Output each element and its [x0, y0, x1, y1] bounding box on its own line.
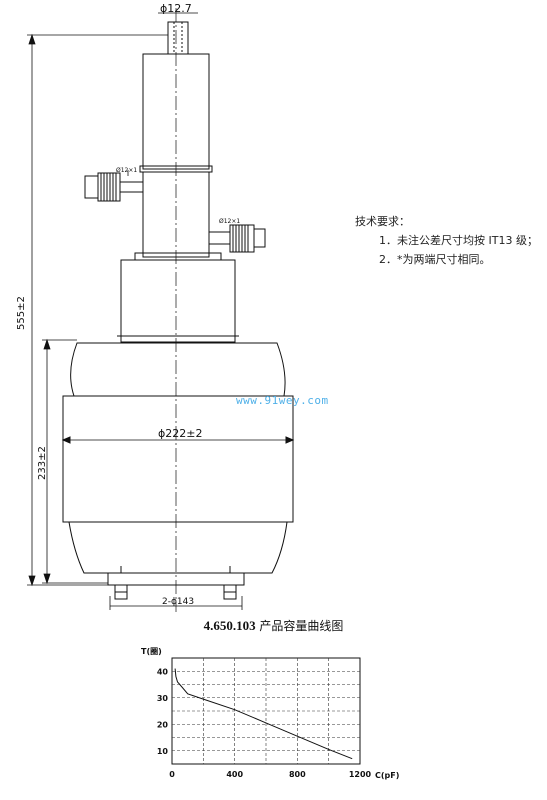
capacitance-curve-chart: 0 400 800 1200 10 20 30 40 T(圈) C(pF)	[141, 647, 399, 780]
notes-heading: 技术要求：	[355, 215, 410, 228]
overall-height-dimension	[27, 33, 168, 587]
chart-caption: 4.650.103 产品容量曲线图	[0, 617, 547, 634]
chart-y-tick-label: 40	[157, 667, 169, 676]
pipe-label-left: Ø12×1	[116, 167, 137, 174]
cooling-pipe-left	[84, 170, 143, 202]
chart-ylabel: T(圈)	[141, 647, 162, 656]
dim-bolt-circle: 2-ϕ143	[162, 597, 194, 607]
chart-x-tick-label: 400	[226, 770, 243, 779]
chart-ticks: 0 400 800 1200 10 20 30 40	[157, 667, 372, 779]
notes-item-1: 1．未注公差尺寸均按 IT13 级；	[379, 234, 538, 247]
caption-text: 产品容量曲线图	[255, 619, 344, 633]
ceramic-body	[61, 342, 295, 574]
body-height-dimension	[42, 338, 108, 585]
technical-notes: 技术要求： 1．未注公差尺寸均按 IT13 级； 2．*为两端尺寸相同。	[355, 212, 538, 269]
chart-series-line	[174, 668, 353, 760]
dim-top-diameter: ϕ12.7	[160, 2, 192, 15]
chart-x-tick-label: 0	[169, 770, 175, 779]
watermark: www.91wey.com	[236, 394, 329, 407]
caption-model: 4.650.103	[203, 618, 256, 633]
chart-xlabel: C(pF)	[375, 771, 399, 780]
upper-column	[134, 53, 222, 261]
chart-x-tick-label: 800	[289, 770, 306, 779]
chart-x-tick-label: 1200	[349, 770, 372, 779]
chart-y-tick-label: 10	[157, 747, 169, 756]
chart-y-tick-label: 20	[157, 720, 169, 729]
top-terminal	[158, 12, 198, 55]
chart-grid	[171, 657, 361, 765]
dim-overall-height: 555±2	[16, 296, 27, 330]
notes-item-2: 2．*为两端尺寸相同。	[379, 253, 491, 266]
pipe-label-right: Ø12×1	[219, 218, 240, 225]
middle-section	[117, 259, 239, 343]
dim-body-height: 233±2	[37, 446, 48, 480]
cooling-pipe-right	[209, 224, 266, 253]
dim-body-diameter: ϕ222±2	[158, 427, 202, 440]
chart-y-tick-label: 30	[157, 694, 169, 703]
